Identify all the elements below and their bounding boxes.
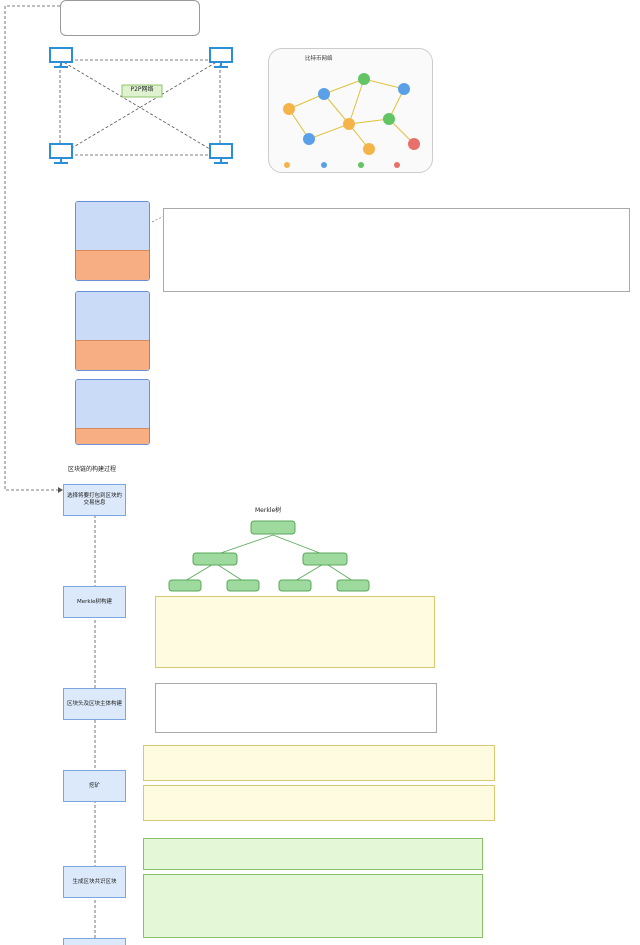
block-header (76, 380, 149, 428)
bitcoin-network-title: 比特币网络 (305, 56, 333, 62)
step-merkle-tree[interactable]: Merkle树构建 (63, 586, 126, 618)
block-header (76, 202, 149, 250)
computer-icon (49, 47, 73, 68)
block-body (76, 340, 149, 370)
step-mining[interactable]: 挖矿 (63, 770, 126, 802)
blockchain-stack (75, 185, 155, 445)
step-block-build[interactable]: 区块头及区块主体构建 (63, 688, 126, 720)
merkle-note (155, 596, 435, 668)
block-card (75, 201, 150, 281)
validation-note (143, 874, 483, 938)
merkle-mid-node (302, 552, 348, 566)
step-label: 挖矿 (88, 782, 100, 789)
block-header-callout (163, 208, 630, 292)
p2p-label-box (121, 84, 163, 98)
merkle-tree-svg (168, 520, 370, 592)
bitcoin-network-svg (283, 73, 420, 168)
block-card (75, 291, 150, 371)
step-label: 选择将要打包到区块的交易信息 (66, 493, 122, 506)
p2p-network-diagram: P2P网络 (30, 40, 255, 175)
computer-icon (209, 47, 233, 68)
step-label: Merkle树构建 (77, 598, 112, 605)
computer-icon (209, 143, 233, 164)
top-note (60, 0, 200, 36)
merkle-title: Merkle树 (255, 507, 282, 514)
merkle-leaf-node (168, 579, 202, 592)
legend-dots (284, 162, 400, 168)
step-label: 生成区块共识区块 (72, 878, 117, 885)
block-body (76, 250, 149, 280)
p2p-label: P2P网络 (130, 86, 154, 93)
p2p-links (59, 59, 221, 156)
step-select-transactions[interactable]: 选择将要打包到区块的交易信息 (63, 484, 126, 516)
bitcoin-network-illustration: 比特币网络 (268, 48, 433, 173)
computer-icon (49, 143, 73, 164)
block-body (76, 428, 149, 444)
flow-title: 区块链的构建过程 (68, 466, 117, 473)
merkle-mid-node (192, 552, 238, 566)
step-consensus[interactable]: 生成区块共识区块 (63, 866, 126, 898)
merkle-leaf-node (336, 579, 370, 592)
merkle-leaf-node (226, 579, 260, 592)
network-nodes (283, 73, 420, 155)
block-header (76, 292, 149, 340)
left-connector (4, 5, 63, 493)
merkle-tree-diagram: Merkle树 (155, 505, 395, 595)
consensus-note (143, 838, 483, 870)
mining-note-2 (143, 785, 495, 821)
step-label: 区块头及区块主体构建 (66, 700, 122, 707)
block-card (75, 379, 150, 445)
block-build-note (155, 683, 437, 733)
merkle-root-node (250, 520, 296, 535)
merkle-edges (184, 534, 354, 582)
next-step-partial (63, 938, 126, 945)
p2p-network-svg (49, 47, 233, 164)
mining-note-1 (143, 745, 495, 781)
merkle-leaf-node (278, 579, 312, 592)
